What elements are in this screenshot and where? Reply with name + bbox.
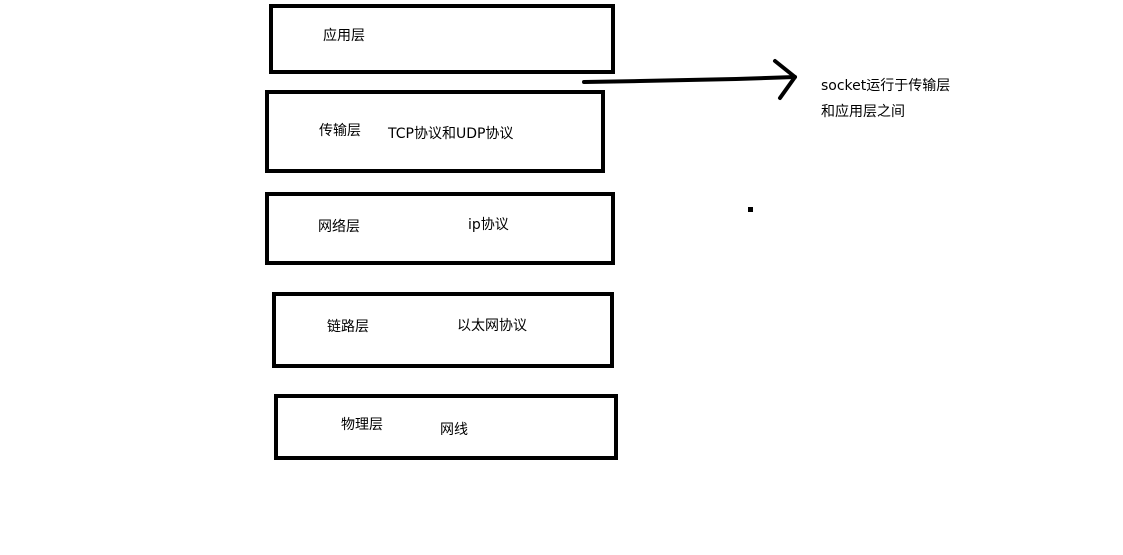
dot-mark: [748, 207, 753, 212]
layer-protocol-physical: 网线: [440, 422, 468, 438]
layer-box-transport: [265, 90, 605, 173]
layer-name-link: 链路层: [327, 319, 369, 335]
layer-box-application: [269, 4, 615, 74]
layer-name-network: 网络层: [318, 219, 360, 235]
layer-box-physical: [274, 394, 618, 460]
layer-box-link: [272, 292, 614, 368]
layer-name-application: 应用层: [323, 28, 365, 44]
layer-name-physical: 物理层: [341, 417, 383, 433]
annotation-line-1: socket运行于传输层: [821, 78, 951, 94]
layer-protocol-network: ip协议: [468, 217, 509, 233]
layer-protocol-link: 以太网协议: [457, 318, 527, 334]
annotation-line-2: 和应用层之间: [821, 104, 905, 120]
layer-protocol-transport: TCP协议和UDP协议: [388, 126, 514, 142]
layer-name-transport: 传输层: [319, 123, 361, 139]
layer-box-network: [265, 192, 615, 265]
arrow-icon: [582, 59, 797, 100]
